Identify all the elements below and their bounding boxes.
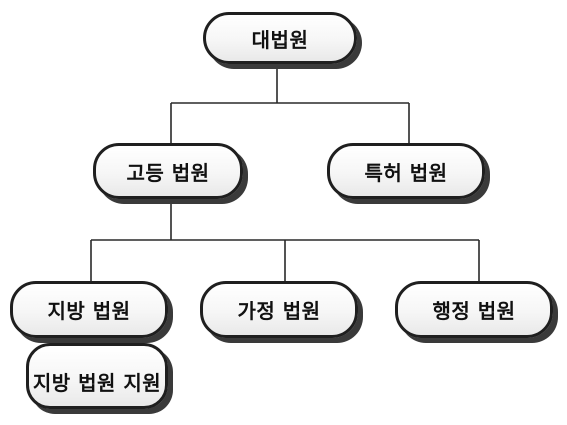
high-court-node: 고등 법원: [93, 143, 243, 199]
family-court-label: 가정 법원: [237, 299, 321, 323]
district-court-branch-label: 지방 법원 지원: [32, 371, 162, 395]
supreme-court-label: 대법원: [251, 27, 309, 52]
family-court-node: 가정 법원: [200, 281, 358, 338]
supreme-court-node: 대법원: [203, 12, 357, 64]
patent-court-label: 특허 법원: [364, 160, 448, 185]
administrative-court-node: 행정 법원: [395, 281, 553, 338]
connector-root-to-level2: [170, 64, 410, 143]
district-court-label: 지방 법원: [47, 299, 131, 323]
administrative-court-label: 행정 법원: [432, 299, 516, 323]
district-court-branch-node: 지방 법원 지원: [26, 343, 168, 409]
connector-high-to-level3: [90, 199, 480, 281]
district-court-node: 지방 법원: [10, 281, 168, 338]
high-court-label: 고등 법원: [126, 160, 210, 185]
patent-court-node: 특허 법원: [327, 143, 485, 199]
